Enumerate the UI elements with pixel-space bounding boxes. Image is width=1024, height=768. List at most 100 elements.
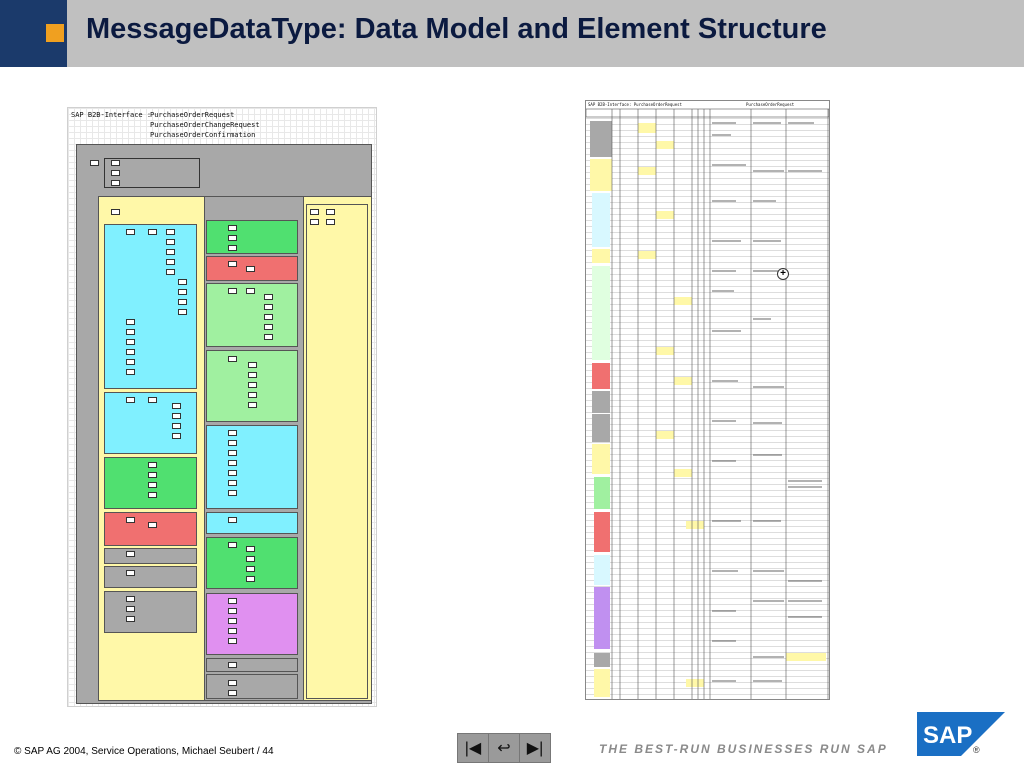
footer-copyright: © SAP AG 2004, Service Operations, Micha… [14,746,274,757]
slide-title: MessageDataType: Data Model and Element … [86,13,827,45]
next-slide-button[interactable]: ▶| [526,740,544,757]
structure-node [228,490,237,496]
structure-node [228,288,237,294]
structure-node [126,517,135,523]
element-spreadsheet: SAP B2B-Interface: PurchaseOrderRequest … [585,100,830,700]
structure-node [126,359,135,365]
sap-logo-graphic: SAP ® [917,712,1005,756]
diagram-header-item: PurchaseOrderChangeRequest [150,121,260,129]
structure-node [228,261,237,267]
structure-node [246,266,255,272]
copyright-text: SAP AG 2004, Service Operations, Michael… [24,746,274,757]
structure-node [126,229,135,235]
structure-node [126,349,135,355]
slide-navigation: |◀ ↩ ▶| [457,733,551,763]
structure-node [246,566,255,572]
item-gray-box [206,674,298,699]
structure-node [264,324,273,330]
structure-node [148,492,157,498]
structure-node [228,662,237,668]
structure-node [178,309,187,315]
structure-node [246,546,255,552]
payment-terms-box [104,512,197,546]
message-header-box [104,158,200,188]
structure-node [111,180,120,186]
structure-node [228,542,237,548]
diagram-header-label: SAP B2B-Interface : [71,111,152,119]
structure-node [111,170,120,176]
header-left-block [0,0,67,67]
structure-node [310,219,319,225]
structure-node [228,628,237,634]
structure-node [228,460,237,466]
structure-node [148,482,157,488]
structure-node [148,522,157,528]
structure-node [172,423,181,429]
header-accent-square [46,24,64,42]
structure-node [228,680,237,686]
structure-node [172,433,181,439]
structure-node [326,209,335,215]
item-cyan-box [206,425,298,509]
item-cyan-box [206,512,298,534]
spreadsheet-grid [586,108,829,699]
structure-node [126,596,135,602]
previous-slide-button[interactable]: |◀ [458,734,489,762]
structure-node [178,279,187,285]
structure-node [228,225,237,231]
structure-node [228,450,237,456]
diagram-header-item: PurchaseOrderConfirmation [150,131,256,139]
return-button[interactable]: ↩ [489,734,520,762]
diagram-header-item: PurchaseOrderRequest [150,111,235,119]
structure-node [166,229,175,235]
structure-node [148,229,157,235]
structure-node [166,249,175,255]
structure-node [148,462,157,468]
structure-node [228,356,237,362]
structure-node [264,334,273,340]
structure-node [228,440,237,446]
party-box [104,224,197,389]
structure-node [248,372,257,378]
location-box [104,392,197,454]
structure-node [111,209,120,215]
structure-node [248,362,257,368]
item-gray-box [206,658,298,672]
copyright-symbol: © [14,746,22,757]
zoom-in-icon[interactable]: + [777,268,789,280]
structure-node [172,413,181,419]
structure-node [246,556,255,562]
structure-node [246,576,255,582]
gray-element-box [104,548,197,564]
structure-node [126,319,135,325]
structure-node [148,472,157,478]
sap-logo-text: SAP [923,722,972,749]
structure-node [248,382,257,388]
structure-node [228,638,237,644]
structure-node [166,239,175,245]
structure-node [228,690,237,696]
slide-header: MessageDataType: Data Model and Element … [0,0,1024,67]
spreadsheet-title-right: PurchaseOrderRequest [746,102,795,107]
structure-node [264,314,273,320]
structure-node [126,329,135,335]
structure-node [248,402,257,408]
schedule-line-box [306,204,368,699]
structure-node [111,160,120,166]
structure-node [90,160,99,166]
gray-element-box [104,566,197,588]
structure-node [166,269,175,275]
spreadsheet-title-left: SAP B2B-Interface: PurchaseOrderRequest [588,102,682,107]
structure-node [310,209,319,215]
item-purple-box [206,593,298,655]
structure-node [246,288,255,294]
structure-node [228,618,237,624]
sap-logo: SAP ® [917,712,1005,756]
structure-node [126,606,135,612]
structure-node [228,480,237,486]
element-structure-diagram: SAP B2B-Interface : PurchaseOrderRequest… [67,107,377,707]
structure-node [126,369,135,375]
structure-node [228,245,237,251]
structure-node [228,470,237,476]
sap-logo-mark: ® [973,745,980,755]
